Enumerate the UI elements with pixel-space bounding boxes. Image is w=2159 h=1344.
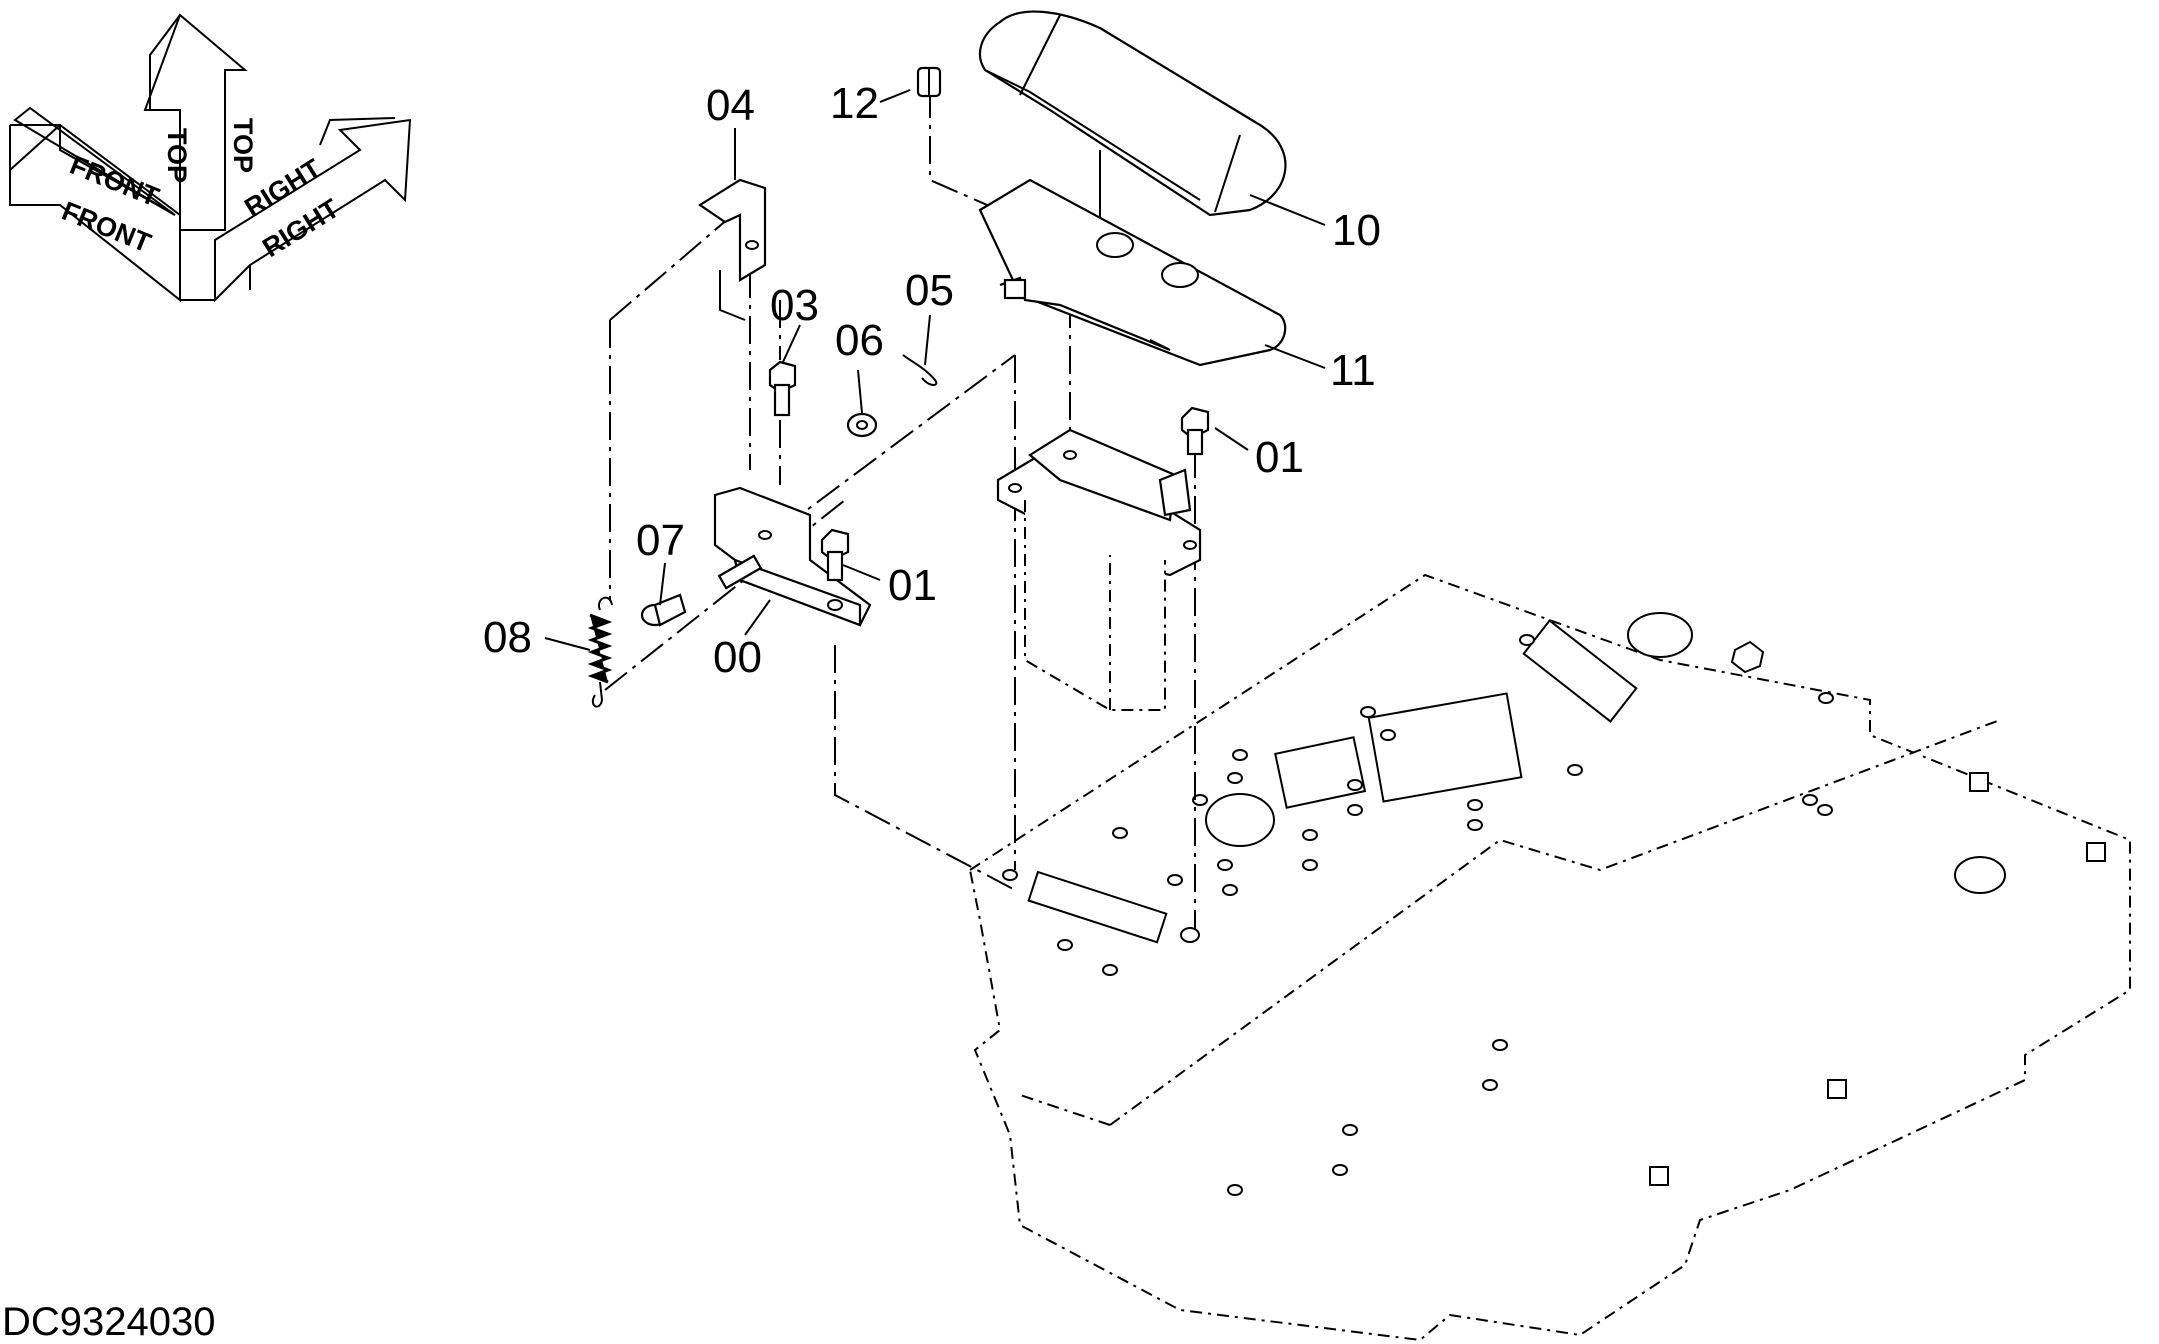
panel-cutout-2 [1367,692,1523,803]
callout-04: 04 [706,81,755,130]
panel-cutout-4 [1027,870,1168,944]
bolt-03-part [768,360,797,417]
floor-plate [968,573,2131,1342]
callout-03: 03 [770,281,819,330]
pin-07-part [640,593,687,627]
callout-01-lower: 01 [888,561,937,610]
callout-10: 10 [1332,206,1381,255]
orientation-label-top-2: TOP [228,118,258,173]
callout-11: 11 [1330,346,1376,395]
callout-12: 12 [830,79,879,128]
callout-01-upper: 01 [1255,433,1304,482]
callouts: 12 04 10 03 05 06 11 01 07 01 08 00 [483,79,1381,682]
panel-nuts [1649,640,2106,1186]
lever-bracket-00-part [713,486,872,627]
orientation-label-top-1: TOP [162,128,192,183]
leader-lines [544,89,1326,651]
bolt-01-lower-part [820,528,850,582]
panel-round-flange [1954,856,2006,894]
panel-small-holes [1002,634,1834,1196]
switch-box-part [996,428,1202,711]
drawing-number: DC9324030 [2,1300,216,1344]
screw-12-part [916,66,942,98]
callout-05: 05 [905,266,954,315]
pin-05-part [902,354,938,386]
callout-07: 07 [636,516,685,565]
panel-large-hole-2 [1205,793,1275,847]
panel-cutout-3 [1522,619,1638,723]
bolt-01-upper-part [1180,406,1210,456]
orientation-indicator: FRONT FRONT TOP TOP RIGHT RIGHT [9,13,412,303]
callout-00: 00 [713,633,762,682]
panel-large-hole-1 [1627,612,1693,658]
armrest-bracket-part [978,178,1287,367]
panel-cutout-1 [1274,736,1367,809]
callout-06: 06 [835,316,884,365]
bracket-04-part [697,178,767,321]
spring-08-part [587,596,613,708]
callout-08: 08 [483,613,532,662]
washer-06-part [846,412,878,438]
